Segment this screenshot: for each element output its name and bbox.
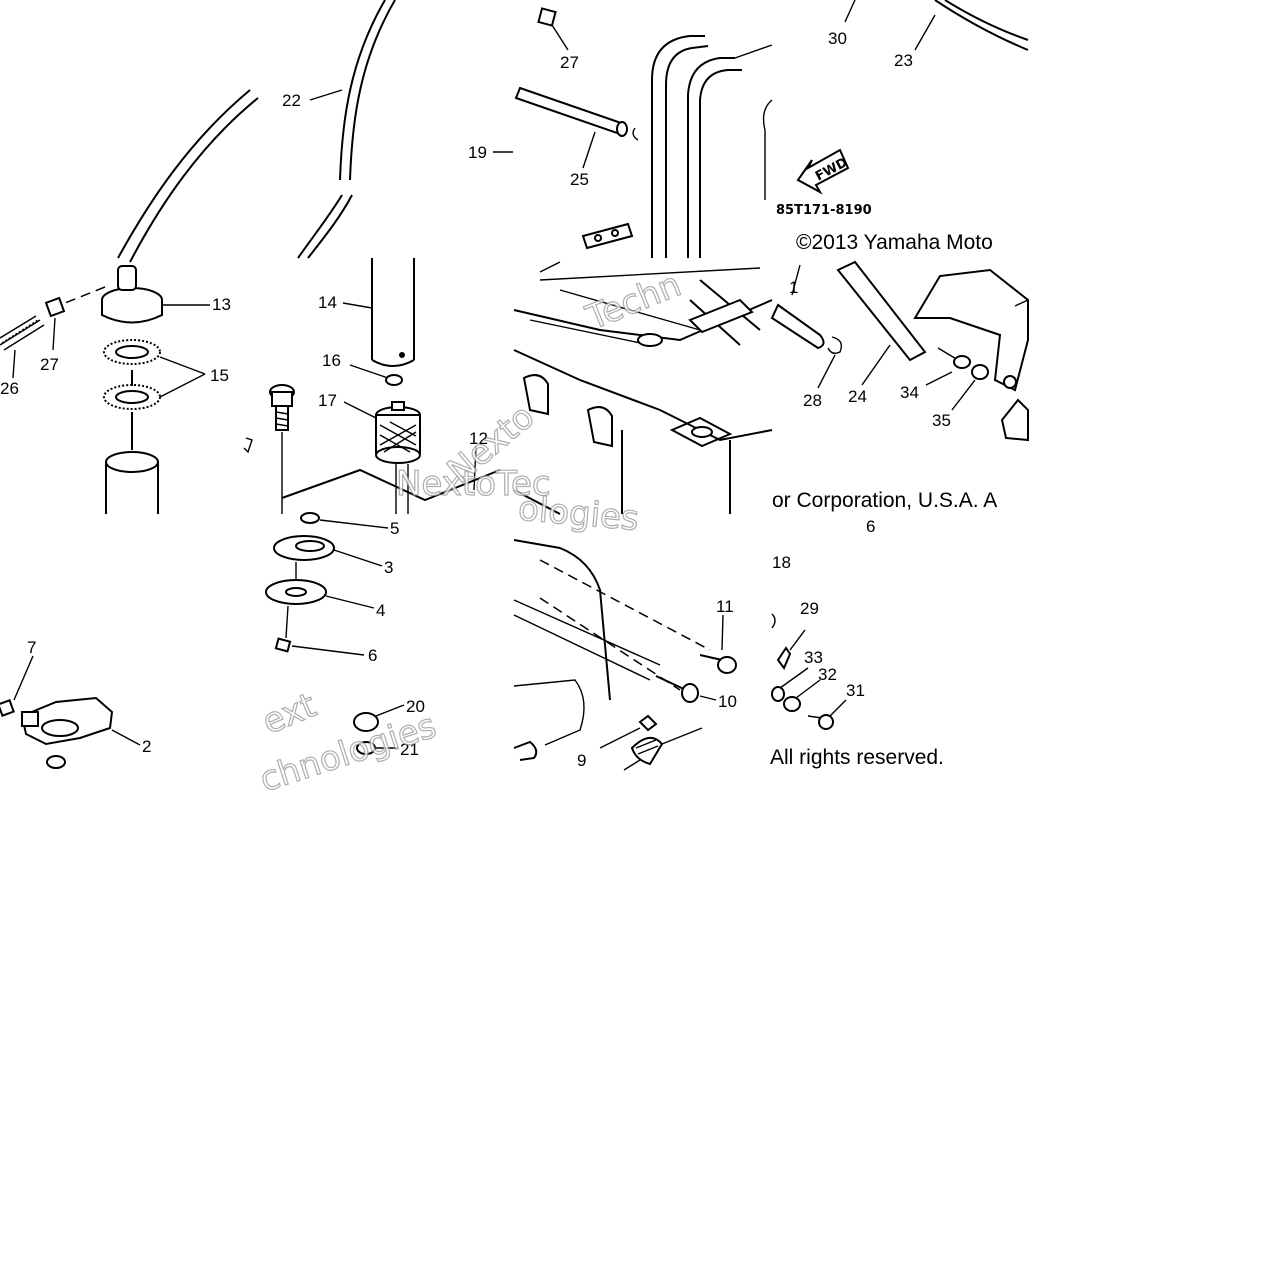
callout-17: 17 — [318, 391, 337, 410]
nut-20-washer-21 — [353, 704, 405, 755]
tube-28 — [770, 264, 843, 389]
callout-2: 2 — [142, 737, 151, 756]
callout-35: 35 — [932, 411, 951, 430]
callout-25: 25 — [570, 170, 589, 189]
callout-33: 33 — [804, 648, 823, 667]
grommet-washers — [265, 512, 389, 656]
callout-13: 13 — [212, 295, 231, 314]
spring-and-nut — [0, 296, 66, 351]
tank-lower-body — [513, 539, 711, 761]
callout-6-upper: 6 — [866, 517, 875, 536]
clip-29-screws — [771, 613, 847, 730]
fuel-pickup-tube — [105, 451, 159, 514]
callout-30: 30 — [828, 29, 847, 48]
callout-14: 14 — [318, 293, 337, 312]
callout-15: 15 — [210, 366, 229, 385]
plate-bracket — [913, 268, 1029, 442]
part-code: 85T171-8190 — [776, 203, 872, 218]
bolt-11 — [699, 614, 737, 674]
copyright-line-2: or Corporation, U.S.A. A — [772, 489, 997, 512]
callout-3: 3 — [384, 558, 393, 577]
screw-34-35 — [925, 347, 989, 411]
callout-21: 21 — [400, 740, 419, 759]
callout-18: 18 — [772, 553, 791, 572]
bolt-10 — [655, 675, 717, 703]
callout-27: 27 — [40, 355, 59, 374]
copyright-line-1: ©2013 Yamaha Moto — [796, 231, 993, 254]
callout-11: 11 — [716, 597, 734, 616]
gasket-rings — [103, 339, 161, 450]
watermark-text-2: NextoTec — [396, 464, 551, 504]
callout-28: 28 — [803, 391, 822, 410]
tank-edge-mid — [281, 445, 501, 502]
fuel-cock-2 — [0, 655, 141, 769]
fuel-tank-body — [513, 261, 773, 515]
callout-10: 10 — [718, 692, 737, 711]
bolt-left — [243, 384, 295, 514]
copyright-line-3: All rights reserved. — [770, 746, 944, 769]
tank-cover-23 — [762, 0, 1029, 200]
callout-31: 31 — [846, 681, 865, 700]
leader-lines-t1 — [12, 304, 210, 398]
fuel-hose-long — [117, 89, 259, 263]
strip-24 — [836, 260, 927, 386]
fuel-filter-17 — [343, 401, 421, 514]
callout-1: 1 — [789, 278, 798, 297]
hose-loops — [651, 35, 773, 258]
callout-32: 32 — [818, 665, 837, 684]
callout-19: 19 — [468, 143, 487, 162]
clip-9-grommet — [599, 714, 703, 771]
callout-29: 29 — [800, 599, 819, 618]
callout-16: 16 — [322, 351, 341, 370]
nut-27-top — [537, 7, 569, 51]
callout-26: 26 — [0, 379, 19, 398]
callout-7: 7 — [27, 638, 36, 657]
bracket-clip — [581, 222, 634, 250]
callout-6-lower: 6 — [368, 646, 377, 665]
callout-22: 22 — [282, 91, 301, 110]
hose-22 — [297, 0, 396, 259]
fuel-filter-cap — [59, 265, 163, 324]
callout-12: 12 — [469, 429, 488, 448]
callout-34: 34 — [900, 383, 919, 402]
clamp-16 — [349, 364, 403, 386]
fuel-line-14 — [342, 258, 415, 367]
callout-27-top: 27 — [560, 53, 579, 72]
callout-23: 23 — [894, 51, 913, 70]
callout-20: 20 — [406, 697, 425, 716]
hose-25 — [514, 86, 639, 169]
callout-9: 9 — [577, 751, 586, 770]
callout-5: 5 — [390, 519, 399, 538]
callout-4: 4 — [376, 601, 385, 620]
callout-24: 24 — [848, 387, 867, 406]
